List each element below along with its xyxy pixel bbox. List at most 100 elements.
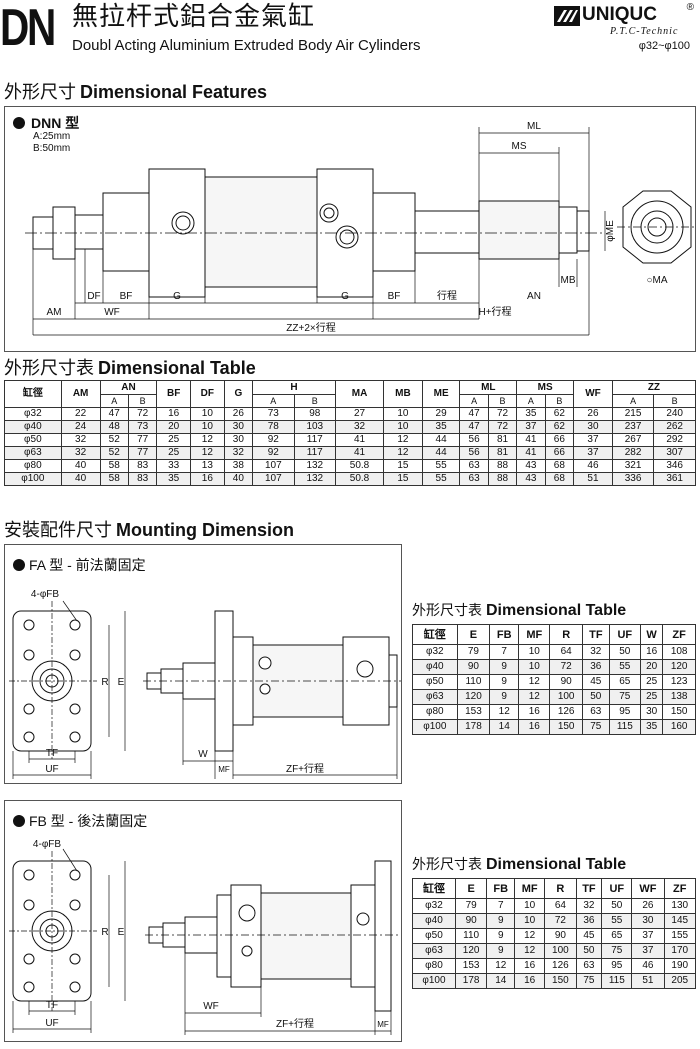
table-cell: 103 <box>293 420 337 434</box>
table-cell: 46 <box>631 958 665 974</box>
table-cell: 44 <box>421 446 461 460</box>
mb-label: MB <box>561 275 576 286</box>
table-cell: 37 <box>631 943 665 959</box>
bullet-icon <box>13 815 25 827</box>
table-cell: 153 <box>456 704 491 720</box>
table-cell: 81 <box>487 433 518 447</box>
col-am: AM <box>60 380 101 408</box>
table-cell: 150 <box>544 973 577 989</box>
col-me: ME <box>421 380 461 408</box>
column-header: UF <box>601 878 633 899</box>
table-cell: 12 <box>518 689 551 705</box>
table-cell: 83 <box>127 459 158 473</box>
table-cell: 73 <box>252 407 295 421</box>
table-cell: 26 <box>631 898 665 914</box>
col-bore: 缸徑 <box>4 380 62 408</box>
series-code: DN <box>0 0 56 57</box>
table-cell: 35 <box>421 420 461 434</box>
fb-zf-label: ZF+行程 <box>276 1017 314 1030</box>
table-cell: 63 <box>581 704 610 720</box>
zz-label: ZZ+2×行程 <box>286 321 335 334</box>
table-cell: 12 <box>190 446 225 460</box>
table-cell: 30 <box>223 433 254 447</box>
table-cell: 30 <box>573 420 613 434</box>
table-cell: 7 <box>489 644 520 660</box>
fb-label-text: FB 型 - 後法蘭固定 <box>29 813 148 829</box>
column-header: MF <box>518 624 551 645</box>
table-cell: 110 <box>454 928 488 944</box>
column-header: 缸徑 <box>412 878 456 899</box>
table-cell: φ80 <box>412 958 456 974</box>
table-cell: 46 <box>573 459 613 473</box>
table-cell: 88 <box>487 472 518 486</box>
table-cell: 52 <box>99 433 129 447</box>
column-header: R <box>544 878 577 899</box>
table-cell: 16 <box>156 407 192 421</box>
table-cell: 37 <box>573 433 613 447</box>
table-cell: 66 <box>544 446 575 460</box>
sub-a: A <box>459 394 489 408</box>
fb-table-title-en: Dimensional Table <box>486 856 627 873</box>
table-cell: 9 <box>489 689 520 705</box>
table-cell: φ63 <box>412 689 458 705</box>
table-cell: 95 <box>601 958 633 974</box>
table-cell: 51 <box>573 472 613 486</box>
table-cell: 32 <box>223 446 254 460</box>
column-header: UF <box>608 624 641 645</box>
table-cell: 77 <box>127 446 158 460</box>
brand-sub: P.T.C-Technic <box>610 26 679 37</box>
title-zh: 無拉杆式鋁合金氣缸 <box>72 2 316 32</box>
col-an: AN <box>99 380 158 395</box>
ml-label: ML <box>527 121 541 132</box>
table-cell: 75 <box>575 973 603 989</box>
fa-label: FA 型 - 前法蘭固定 <box>13 555 146 575</box>
col-wf: WF <box>573 380 613 408</box>
am-label: AM <box>47 307 62 318</box>
col-ml: ML <box>459 380 518 395</box>
table-cell: 12 <box>190 433 225 447</box>
table-cell: 72 <box>549 659 583 675</box>
table-cell: 41 <box>335 446 385 460</box>
table-cell: 267 <box>611 433 655 447</box>
bullet-icon <box>13 117 25 129</box>
col-g: G <box>223 380 254 408</box>
dim-table-title-zh: 外形尺寸表 <box>4 358 94 378</box>
table-cell: 12 <box>518 674 551 690</box>
table-cell: 98 <box>293 407 337 421</box>
table-cell: 120 <box>456 689 491 705</box>
table-cell: 237 <box>611 420 655 434</box>
table-cell: 44 <box>421 433 461 447</box>
col-zz: ZZ <box>611 380 697 395</box>
table-cell: 37 <box>516 420 546 434</box>
table-cell: 56 <box>459 446 489 460</box>
table-cell: 130 <box>663 898 697 914</box>
table-cell: 10 <box>518 659 551 675</box>
table-cell: 16 <box>518 704 551 720</box>
table-cell: 25 <box>639 674 664 690</box>
table-cell: 38 <box>223 459 254 473</box>
table-cell: 72 <box>487 407 518 421</box>
fa-drawing: FA 型 - 前法蘭固定 <box>4 544 402 784</box>
brand-name: UNIQUC <box>582 4 657 25</box>
fb-table-title-zh: 外形尺寸表 <box>412 856 482 872</box>
column-header: TF <box>575 878 603 899</box>
table-cell: 361 <box>653 472 696 486</box>
table-cell: φ32 <box>4 407 62 421</box>
table-cell: 75 <box>581 719 610 735</box>
table-cell: 63 <box>575 958 603 974</box>
column-header: E <box>454 878 488 899</box>
table-cell: 120 <box>454 943 488 959</box>
table-cell: 170 <box>663 943 697 959</box>
table-cell: 7 <box>486 898 516 914</box>
fa-e-label: E <box>118 677 125 688</box>
table-cell: 25 <box>639 689 664 705</box>
column-header: ZF <box>663 878 697 899</box>
